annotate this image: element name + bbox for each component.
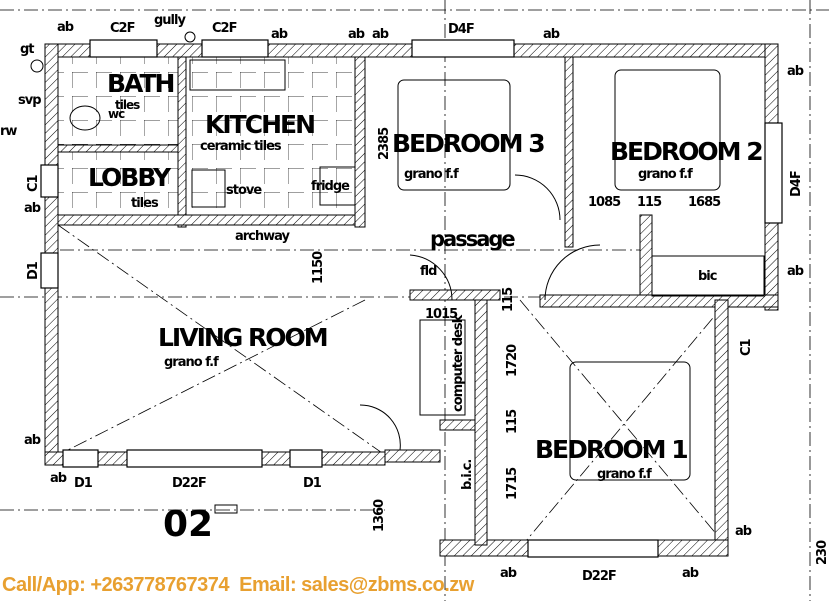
- svg-text:ab: ab: [787, 264, 804, 279]
- svg-text:1685: 1685: [688, 195, 721, 210]
- finish-bedroom1: grano f.f: [597, 467, 652, 482]
- label-gully: gully: [154, 13, 186, 28]
- svg-text:ab: ab: [271, 27, 288, 42]
- door-swing-icon: [359, 404, 401, 451]
- room-bedroom2: BEDROOM 2: [610, 137, 762, 166]
- finish-lobby: tiles: [131, 196, 159, 211]
- gully-icon: [184, 31, 196, 43]
- svg-text:1720: 1720: [505, 344, 520, 377]
- bath-lobby-tiles: [58, 57, 180, 215]
- dimensions: 2385 1085 115 1685 1150 1015 115 1720 11…: [311, 127, 829, 565]
- svg-text:1360: 1360: [372, 499, 387, 532]
- label-bic: bic: [698, 269, 717, 284]
- finish-bedroom3: grano f.f: [404, 167, 459, 182]
- room-bath: BATH: [107, 69, 174, 98]
- airbrick-labels: ab ab ab ab ab ab ab ab ab ab ab ab ab: [24, 20, 805, 581]
- wc-icon: [69, 105, 101, 131]
- label-gt: gt: [20, 42, 34, 57]
- door-swing-icon: [409, 254, 453, 301]
- svg-text:ab: ab: [50, 471, 67, 486]
- window-d1: D1: [303, 476, 322, 491]
- window-d1: D1: [26, 261, 41, 280]
- svg-text:1085: 1085: [588, 195, 621, 210]
- svg-text:ab: ab: [500, 566, 517, 581]
- svg-text:ab: ab: [372, 27, 389, 42]
- room-kitchen: KITCHEN: [205, 110, 314, 139]
- window-c1: C1: [26, 174, 41, 192]
- label-svp: svp: [18, 93, 41, 108]
- window-c2f: C2F: [110, 21, 135, 36]
- svg-text:1015: 1015: [425, 307, 458, 322]
- fixtures: [30, 31, 765, 481]
- label-computer-desk: computer desk: [451, 314, 466, 412]
- label-stove: stove: [226, 183, 262, 198]
- svg-text:ab: ab: [24, 433, 41, 448]
- window-c2f: C2F: [212, 21, 237, 36]
- fridge-icon: [319, 166, 356, 206]
- door-swing-icon: [544, 244, 601, 301]
- room-lobby: LOBBY: [88, 163, 172, 192]
- finish-kitchen: ceramic tiles: [200, 139, 282, 154]
- svg-text:ab: ab: [543, 27, 560, 42]
- contact-info: Call/App: +263778767374 Email: sales@zbm…: [2, 574, 474, 596]
- window-d4f: D4F: [448, 22, 474, 37]
- bed-icon: [569, 361, 691, 481]
- svg-text:2385: 2385: [377, 127, 392, 160]
- finish-living: grano f.f: [164, 355, 219, 370]
- desk-icon: [419, 319, 466, 416]
- window-d22f: D22F: [582, 569, 616, 584]
- gully-trap-icon: [30, 59, 44, 73]
- room-passage: passage: [430, 227, 515, 251]
- window-d1: D1: [74, 476, 93, 491]
- room-living: LIVING ROOM: [158, 323, 327, 352]
- svg-text:115: 115: [505, 409, 520, 434]
- window-d4f: D4F: [789, 171, 804, 197]
- bed-icon: [397, 79, 511, 191]
- bic-rail-icon: [651, 255, 765, 297]
- svg-text:ab: ab: [24, 201, 41, 216]
- svg-text:ab: ab: [735, 524, 752, 539]
- svg-text:230: 230: [815, 540, 829, 565]
- stove-icon: [191, 169, 226, 208]
- windows: [40, 39, 783, 558]
- label-fld: fld: [420, 264, 437, 279]
- grid-tag: [214, 504, 238, 514]
- finish-bath: tiles: [115, 98, 140, 112]
- label-fridge: fridge: [311, 179, 350, 194]
- window-d22f: D22F: [172, 476, 206, 491]
- svg-text:ab: ab: [57, 20, 74, 35]
- grid-label: 02: [163, 504, 213, 545]
- label-b-i-c: b.i.c.: [460, 460, 475, 490]
- svg-text:ab: ab: [787, 64, 804, 79]
- svg-text:1150: 1150: [311, 251, 326, 284]
- label-archway: archway: [235, 229, 291, 244]
- room-bedroom1: BEDROOM 1: [535, 435, 687, 464]
- finish-bedroom2: grano f.f: [638, 167, 693, 182]
- svg-text:115: 115: [501, 287, 516, 312]
- label-wc: wc: [108, 107, 125, 121]
- sink-icon: [189, 59, 286, 91]
- door-swing-icon: [514, 174, 561, 221]
- svg-text:115: 115: [637, 195, 662, 210]
- svg-text:1715: 1715: [505, 467, 520, 500]
- room-bedroom3: BEDROOM 3: [392, 129, 544, 158]
- svg-text:ab: ab: [348, 27, 365, 42]
- bed-icon: [614, 69, 721, 191]
- window-c1: C1: [739, 338, 754, 356]
- svg-text:ab: ab: [682, 566, 699, 581]
- label-rw: rw: [0, 124, 17, 139]
- kitchen-tiles: [185, 57, 355, 215]
